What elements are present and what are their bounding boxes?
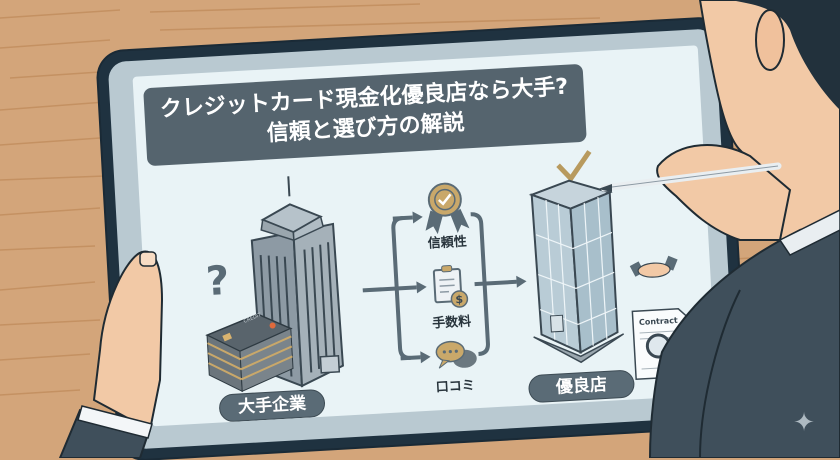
infographic-diagram: ? <box>205 150 691 393</box>
contract-document-icon: Contract <box>631 308 691 381</box>
handshake-icon <box>629 255 678 278</box>
sparkle-watermark-icon: ✦ <box>793 408 815 438</box>
criteria-label-reliability: 信頼性 <box>427 234 468 252</box>
svg-text:$: $ <box>455 293 463 306</box>
award-badge-icon <box>425 182 470 235</box>
label-trusted-store: 優良店 <box>527 369 636 404</box>
tablet-screen: クレジットカード現金化優良店なら大手? 信頼と選び方の解説 ? <box>132 45 718 427</box>
criteria-label-fees: 手数料 <box>431 314 472 332</box>
question-mark-icon: ? <box>205 258 231 305</box>
clipboard-dollar-icon: $ <box>432 265 469 308</box>
label-large-company: 大手企業 <box>218 388 326 423</box>
skyscraper-icon <box>250 176 344 388</box>
criteria-label-reviews: 口コミ <box>435 378 476 396</box>
tablet-camera <box>131 256 140 266</box>
credit-card-stack-icon: CREDIT <box>205 312 294 393</box>
flow-arrows <box>362 212 517 361</box>
tablet-bezel: クレジットカード現金化優良店なら大手? 信頼と選び方の解説 ? <box>107 28 737 450</box>
tablet-device: クレジットカード現金化優良店なら大手? 信頼と選び方の解説 ? <box>97 17 747 460</box>
arrow-heads <box>412 211 527 364</box>
glass-building-icon <box>528 150 625 364</box>
chat-bubbles-icon <box>435 340 477 369</box>
